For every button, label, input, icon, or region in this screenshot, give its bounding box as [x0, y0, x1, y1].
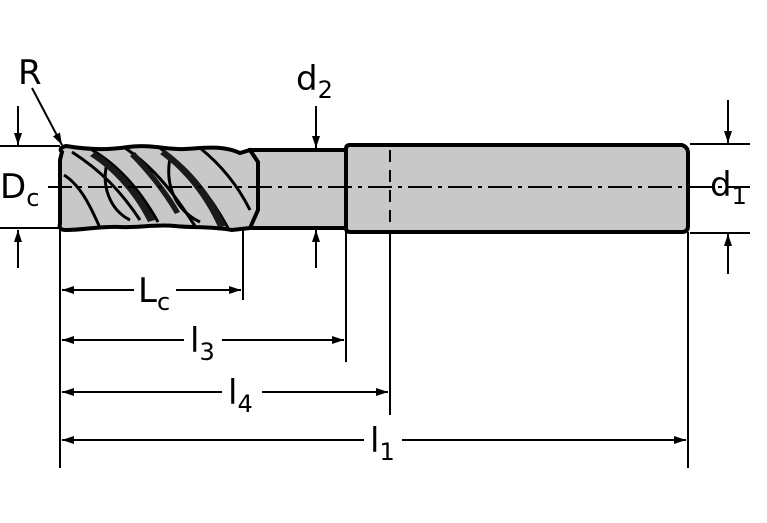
label-dc-sub: c [26, 184, 39, 212]
label-l3-main: l [190, 321, 199, 361]
neck [248, 148, 348, 230]
label-d1-sub: 1 [732, 182, 747, 210]
label-d2-sub: 2 [318, 76, 333, 104]
label-l3: l3 [190, 321, 215, 366]
label-d2-main: d [296, 59, 318, 99]
label-d2: d2 [296, 59, 333, 104]
flute-shading [90, 150, 226, 227]
label-dc-main: D [0, 167, 26, 207]
label-l3-sub: 3 [199, 338, 214, 366]
label-l4-sub: 4 [237, 390, 252, 418]
length-dimensions [62, 286, 686, 444]
tool-body [57, 143, 690, 234]
label-l4: l4 [228, 373, 253, 418]
label-l1-main: l [370, 421, 379, 461]
label-lc: Lc [138, 271, 170, 316]
label-l1: l1 [370, 421, 395, 466]
shank [344, 143, 690, 234]
label-d1: d1 [710, 165, 747, 210]
diameter-arrows [14, 87, 732, 274]
r-leader-arrow [31, 87, 63, 146]
label-l1-sub: 1 [379, 438, 394, 466]
label-lc-sub: c [157, 288, 170, 316]
label-l4-main: l [228, 373, 237, 413]
label-d1-main: d [710, 165, 732, 205]
extension-lines [0, 143, 750, 468]
label-r: R [18, 53, 42, 93]
label-lc-main: L [138, 271, 157, 311]
label-dc: Dc [0, 167, 39, 212]
